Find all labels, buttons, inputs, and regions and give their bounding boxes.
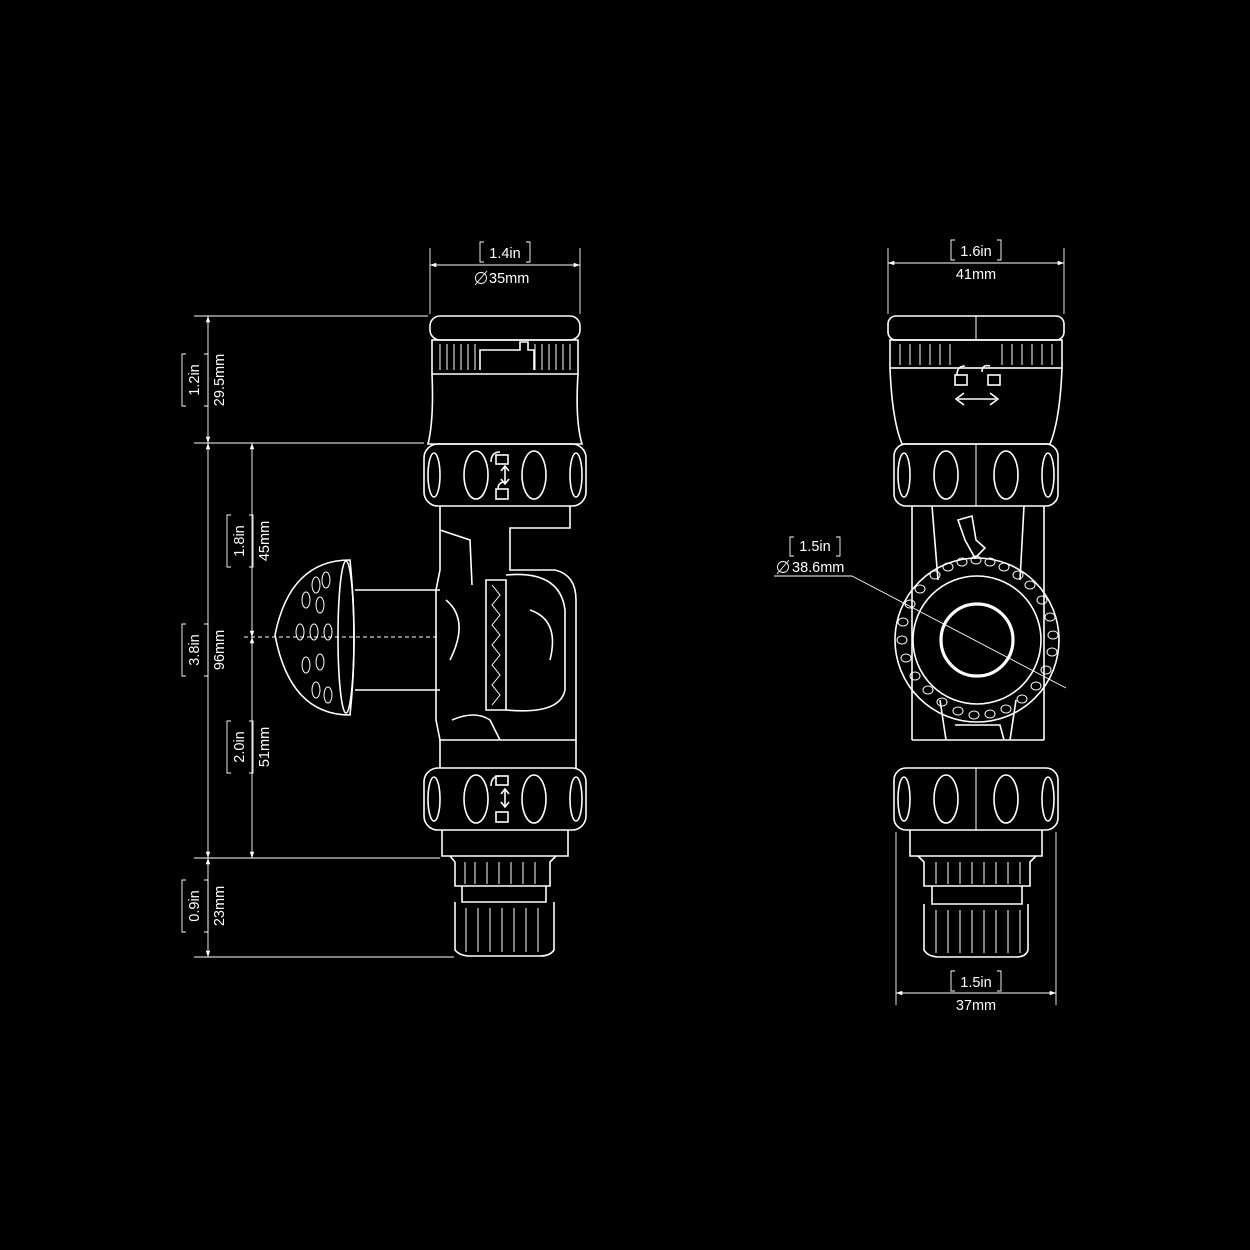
dim-total-height: 3.8in 96mm: [181, 623, 228, 677]
side-lower-lock-icon: [490, 775, 510, 823]
bottom-height-mm: 23mm: [212, 886, 228, 926]
lower-height-mm: 51mm: [257, 727, 273, 767]
side-bottom-stem: [441, 830, 569, 957]
front-body: [911, 505, 1045, 741]
front-bottom-width-in: 1.5in: [960, 975, 991, 991]
front-ball-socket: [894, 555, 1060, 723]
upper-height-in: 1.8in: [232, 525, 248, 556]
lower-height-in: 2.0in: [232, 731, 248, 762]
dim-bottom-height: 0.9in 23mm: [181, 879, 228, 933]
upper-height-mm: 45mm: [257, 521, 273, 561]
ball-dia-mm: 38.6mm: [792, 560, 844, 576]
top-height-mm: 29.5mm: [212, 354, 228, 406]
front-upper-collar: [893, 443, 1059, 507]
ball-dia-in: 1.5in: [799, 539, 830, 555]
side-height-dimensions: [194, 315, 454, 958]
dim-top-height: 1.2in 29.5mm: [181, 353, 228, 407]
front-top-width-dimension: 1.6in 41mm: [887, 239, 1065, 314]
side-lower-collar: [423, 767, 587, 831]
top-height-in: 1.2in: [187, 364, 203, 395]
side-width-in: 1.4in: [489, 246, 520, 262]
side-width-mm: 35mm: [489, 271, 529, 287]
front-bottom-stem: [909, 830, 1043, 958]
front-lower-collar: [893, 767, 1059, 831]
front-top-width-mm: 41mm: [956, 267, 996, 283]
dim-upper-height: 1.8in 45mm: [226, 514, 273, 568]
front-bottom-width-dimension: 1.5in 37mm: [895, 832, 1057, 1014]
front-top-width-in: 1.6in: [960, 244, 991, 260]
total-height-in: 3.8in: [187, 634, 203, 665]
front-ball-diameter-dimension: 1.5in 38.6mm: [774, 536, 1067, 689]
front-view: 1.6in 41mm 1.5in 37mm 1.5in 38.6mm: [774, 239, 1067, 1014]
bottom-height-in: 0.9in: [187, 890, 203, 921]
front-bottom-width-mm: 37mm: [956, 998, 996, 1014]
dim-lower-height: 2.0in 51mm: [226, 720, 273, 774]
side-upper-lock-icon: [490, 451, 510, 500]
front-top-cap: [887, 315, 1065, 445]
side-width-dimension: 1.4in 35mm: [429, 241, 581, 314]
side-upper-collar: [423, 443, 587, 507]
total-height-mm: 96mm: [212, 630, 228, 670]
side-body: [435, 506, 577, 768]
side-knob: [274, 559, 440, 716]
side-top-cap: [426, 315, 584, 445]
front-lock-arrow-icon: [954, 364, 1001, 406]
side-view: 1.4in 35mm 1.2in 29.5mm 3.: [181, 241, 587, 958]
